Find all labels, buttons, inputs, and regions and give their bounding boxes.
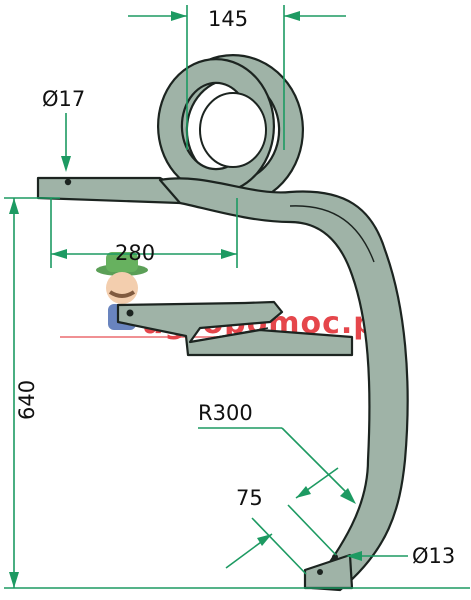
watermark-logo: agropomoc.pl — [60, 252, 386, 341]
dimension-tip-hole: Ø13 — [346, 544, 455, 568]
label-mount-length: 280 — [115, 241, 155, 265]
dimension-radius: R300 — [198, 401, 356, 504]
dimension-mount-length: 280 — [50, 198, 238, 268]
second-view-clamp — [116, 300, 354, 357]
label-top-width: 145 — [208, 7, 248, 31]
label-tip-width: 75 — [236, 486, 263, 510]
label-hole-diameter: Ø17 — [42, 87, 85, 111]
label-height: 640 — [15, 380, 39, 420]
label-radius: R300 — [198, 401, 253, 425]
dimension-hole-diameter: Ø17 — [42, 87, 85, 172]
dimension-height: 640 — [4, 197, 470, 589]
dimension-top-width: 145 — [128, 5, 346, 150]
tine-body — [36, 54, 409, 592]
dimension-tip-width: 75 — [225, 467, 339, 575]
label-tip-hole: Ø13 — [412, 544, 455, 568]
